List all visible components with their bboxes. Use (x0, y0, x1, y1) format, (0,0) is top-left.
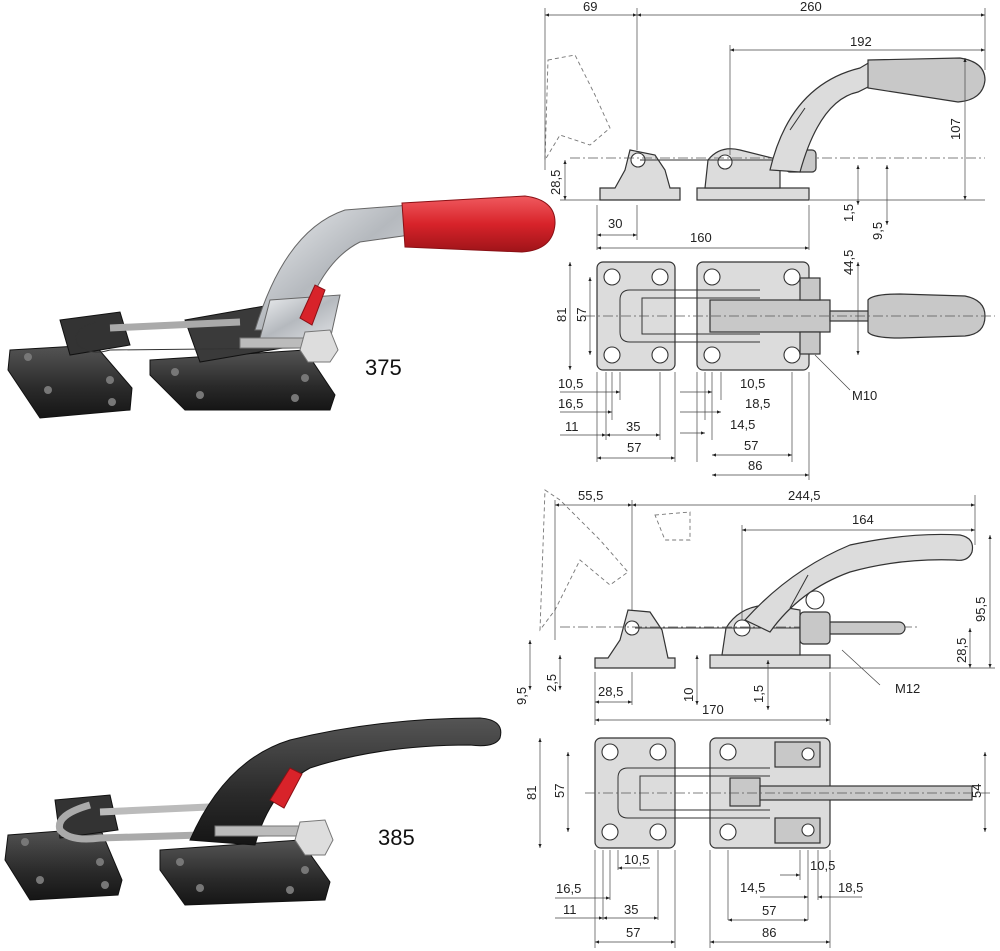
dim-385-18-5: 18,5 (838, 880, 863, 895)
dim-375-30: 30 (608, 216, 622, 231)
dim-375-18-5: 18,5 (745, 396, 770, 411)
dim-385-81: 81 (524, 786, 539, 800)
dim-375-10-5-left: 10,5 (558, 376, 583, 391)
dim-375-107: 107 (948, 118, 963, 140)
dim-385-1-5: 1,5 (751, 685, 766, 703)
dim-385-57-right: 57 (762, 903, 776, 918)
dim-375-57: 57 (574, 308, 589, 322)
dim-385-164: 164 (852, 512, 874, 527)
dim-385-10-5-right: 10,5 (810, 858, 835, 873)
dim-375-57-right: 57 (744, 438, 758, 453)
dim-385-10: 10 (681, 688, 696, 702)
dim-385-28-5-left: 28,5 (598, 684, 623, 699)
dim-375-1-5: 1,5 (841, 204, 856, 222)
dim-385-9-5: 9,5 (514, 687, 529, 705)
dim-375-160: 160 (690, 230, 712, 245)
dim-385-57-vertical: 57 (552, 784, 567, 798)
product-photo-385 (4, 717, 502, 906)
dim-375-9-5: 9,5 (870, 222, 885, 240)
dim-375-m10: M10 (852, 388, 877, 403)
dim-375-14-5: 14,5 (730, 417, 755, 432)
dim-385-170: 170 (702, 702, 724, 717)
drawing-385-side-view: 55,5 244,5 164 95,5 28,5 M12 9,5 2,5 28,… (514, 488, 995, 725)
dim-385-16-5: 16,5 (556, 881, 581, 896)
dim-375-44-5: 44,5 (841, 250, 856, 275)
dim-385-55-5: 55,5 (578, 488, 603, 503)
drawing-375-top-view: 81 57 44,5 M10 10,5 16,5 11 35 57 10,5 1… (554, 250, 995, 480)
dim-385-14-5: 14,5 (740, 880, 765, 895)
dim-375-86: 86 (748, 458, 762, 473)
dim-385-35: 35 (624, 902, 638, 917)
dim-385-m12: M12 (895, 681, 920, 696)
dim-375-260: 260 (800, 0, 822, 14)
dim-385-54: 54 (969, 784, 984, 798)
dim-375-10-5-right: 10,5 (740, 376, 765, 391)
dim-375-16-5: 16,5 (558, 396, 583, 411)
drawing-375-side-view: 69 260 192 107 28,5 1,5 9,5 30 160 (544, 0, 986, 250)
drawing-385-top-view: 81 57 54 10,5 16,5 11 35 57 10,5 14,5 18… (524, 737, 990, 948)
dim-385-2-5: 2,5 (544, 674, 559, 692)
dim-375-35: 35 (626, 419, 640, 434)
product-photo-375 (7, 195, 556, 419)
dim-385-11: 11 (563, 902, 577, 917)
dim-375-11: 11 (565, 419, 579, 434)
dim-375-81: 81 (554, 308, 569, 322)
dim-385-86: 86 (762, 925, 776, 940)
dim-385-28-5-right: 28,5 (954, 638, 969, 663)
dim-375-69: 69 (583, 0, 597, 14)
dim-385-10-5-left: 10,5 (624, 852, 649, 867)
dim-375-192: 192 (850, 34, 872, 49)
dim-375-57-left: 57 (627, 440, 641, 455)
dim-385-244-5: 244,5 (788, 488, 821, 503)
model-label-375: 375 (365, 355, 402, 380)
dim-385-95-5: 95,5 (973, 597, 988, 622)
dim-385-57-left: 57 (626, 925, 640, 940)
model-label-385: 385 (378, 825, 415, 850)
dim-375-28-5: 28,5 (548, 170, 563, 195)
